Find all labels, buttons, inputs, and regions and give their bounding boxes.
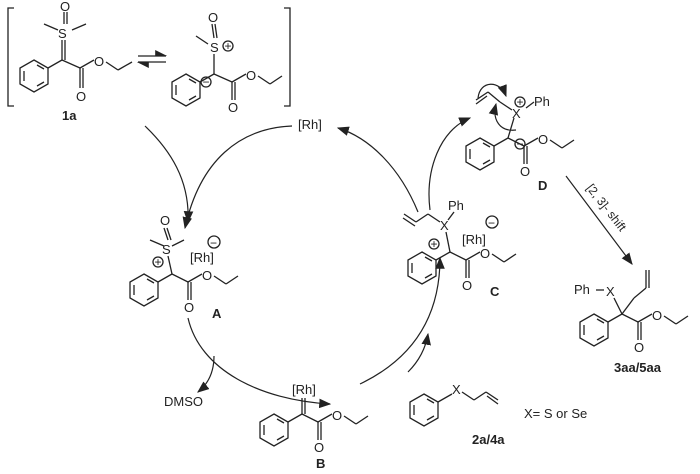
carbonyl-oxygen: O [184,300,194,315]
catalytic-cycle-arrows [144,117,633,409]
x-definition: X= S or Se [524,406,587,421]
carbonyl-oxygen: O [462,278,472,293]
phenyl-label: Ph [534,94,550,109]
intermediate-B-structure: [Rh] O O [259,382,369,455]
byproduct-dmso: DMSO [164,394,203,409]
minus-charge: − [488,216,495,230]
plus-charge: + [155,255,162,269]
x-atom: X [440,218,449,233]
plus-charge: + [431,237,438,251]
carbonyl-oxygen: O [634,340,644,355]
reagent-2a4a-structure: X [409,382,499,427]
ester-oxygen: O [538,132,548,147]
sulfur-atom: S [58,26,67,41]
ester-oxygen: O [332,408,342,423]
rh-atom: [Rh] [190,250,214,265]
ester-oxygen: O [480,246,490,261]
ylide-structure-1a-right: S + O − O O [171,10,283,115]
label-2a4a: 2a/4a [472,432,505,447]
label-D: D [538,178,547,193]
resonance-bracket [7,7,291,107]
oxygen-atom: O [60,0,70,14]
label-product: 3aa/5aa [614,360,662,375]
oxygen-atom: O [160,213,170,228]
ester-oxygen: O [94,54,104,69]
rh-atom: [Rh] [462,232,486,247]
carbonyl-oxygen: O [228,100,238,115]
oxygen-atom: O [208,10,218,25]
plus-charge: + [225,39,232,53]
label-B: B [316,456,325,471]
rh-carbene: [Rh] [292,382,316,397]
ester-oxygen: O [246,68,256,83]
x-atom: X [606,284,615,299]
product-structure: X Ph O O [574,270,689,355]
label-1a: 1a [62,108,77,123]
label-A: A [212,306,222,321]
minus-charge: − [203,75,210,89]
x-atom: X [452,382,461,397]
intermediate-A-structure: S + O [Rh] − O O [129,213,239,315]
equilibrium-arrow [136,50,168,68]
sulfur-atom: S [162,242,171,257]
ylide-structure-1a-left: S O O O [19,0,133,104]
carbonyl-oxygen: O [76,89,86,104]
label-C: C [490,284,500,299]
ester-oxygen: O [652,308,662,323]
minus-charge: − [210,236,217,250]
sulfur-atom: S [210,40,219,55]
ester-oxygen: O [202,268,212,283]
carbonyl-oxygen: O [314,440,324,455]
phenyl-label: Ph [574,282,590,297]
intermediate-D-structure: X + Ph − O O [465,83,575,179]
intermediate-C-structure: X + Ph [Rh] − O O [402,198,517,293]
plus-charge: + [517,95,524,109]
catalyst-rh-label: [Rh] [298,117,322,132]
x-atom: X [512,106,521,121]
phenyl-label: Ph [448,198,464,213]
carbonyl-oxygen: O [520,164,530,179]
